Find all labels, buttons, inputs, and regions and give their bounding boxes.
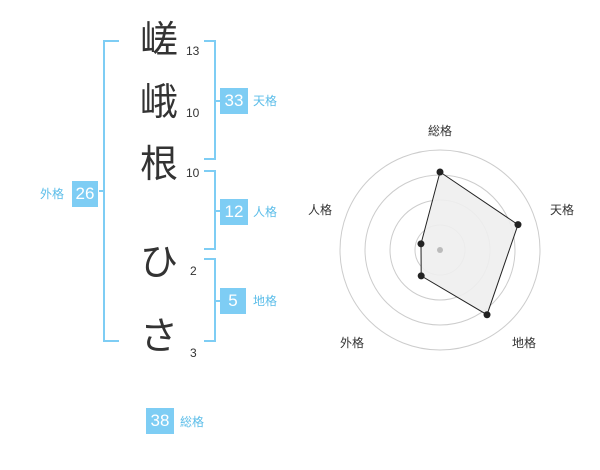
radar-point-chikaku	[483, 311, 491, 319]
soukaku-value: 38	[146, 408, 174, 434]
tenkaku-tick	[214, 100, 220, 102]
stroke-count-1: 13	[186, 44, 200, 58]
radar-label-chikaku: 地格	[512, 336, 537, 350]
radar-point-tenkaku	[514, 221, 522, 229]
jinkaku-tick	[214, 210, 220, 212]
radar-label-tenkaku: 天格	[550, 203, 575, 217]
radar-points	[417, 168, 522, 319]
chikaku-tick	[214, 300, 220, 302]
name-char-5: さ	[140, 314, 179, 358]
radar-label-jinkaku: 人格	[308, 203, 333, 217]
chikaku-label: 地格	[253, 294, 278, 308]
stroke-count-2: 10	[186, 106, 200, 120]
radar-label-soukaku: 総格	[428, 124, 453, 138]
radar-area	[420, 171, 519, 316]
soukaku-label: 総格	[180, 415, 205, 429]
radar-point-jinkaku	[417, 240, 425, 248]
tenkaku-label: 天格	[253, 94, 278, 108]
radar-point-gaikaku	[417, 272, 425, 280]
name-char-1: 嵯	[140, 18, 179, 62]
jinkaku-value: 12	[220, 199, 248, 225]
name-char-4: ひ	[140, 240, 179, 284]
stroke-count-4: 2	[190, 264, 197, 278]
tenkaku-value: 33	[220, 88, 248, 114]
radar-label-gaikaku: 外格	[340, 336, 365, 350]
chikaku-value: 5	[220, 288, 246, 314]
gaikaku-value: 26	[72, 181, 98, 207]
gaikaku-tick	[99, 190, 105, 192]
stroke-count-3: 10	[186, 166, 200, 180]
gaikaku-label: 外格	[40, 187, 65, 201]
radar-ring	[339, 149, 541, 351]
name-char-2: 峨	[140, 80, 179, 124]
radar-point-soukaku	[436, 168, 444, 176]
stroke-count-5: 3	[190, 346, 197, 360]
radar-center	[437, 247, 443, 253]
jinkaku-label: 人格	[253, 205, 278, 219]
name-char-3: 根	[140, 142, 179, 186]
